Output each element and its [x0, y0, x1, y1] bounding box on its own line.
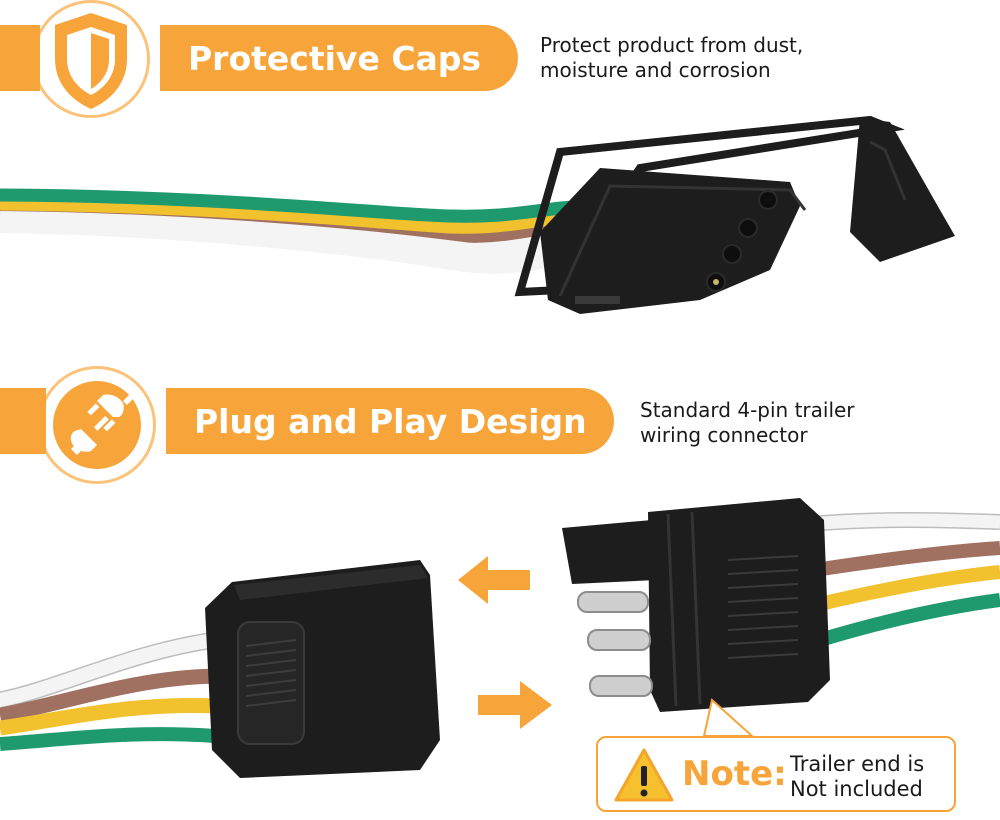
section1-title: Protective Caps: [188, 38, 482, 78]
note-box: Note: Trailer end is Not included: [596, 736, 956, 812]
left-wire-bundle: [0, 631, 217, 751]
top-connector: [514, 115, 955, 314]
note-text-line1: Trailer end is: [790, 752, 925, 776]
plug-socket-icon: [53, 381, 141, 469]
right-wire-bundle: [809, 512, 1000, 647]
note-text: Trailer end is Not included: [790, 752, 924, 802]
shield-icon: [55, 13, 127, 109]
section2-title: Plug and Play Design: [194, 401, 587, 441]
section1-description: Protect product from dust, moisture and …: [540, 33, 803, 83]
left-connector: [205, 560, 440, 778]
plug-badge: [38, 366, 156, 484]
section1-desc-line2: moisture and corrosion: [540, 58, 771, 82]
note-text-line2: Not included: [790, 777, 923, 801]
section1-desc-line1: Protect product from dust,: [540, 33, 804, 57]
banner2-left-strip: [0, 388, 46, 454]
shield-badge: [32, 0, 150, 118]
section2-description: Standard 4-pin trailer wiring connector: [640, 398, 855, 448]
banner1-left-strip: [0, 25, 40, 91]
section2-desc-line1: Standard 4-pin trailer: [640, 398, 855, 422]
protective-caps-banner: Protective Caps: [160, 25, 518, 91]
plug-and-play-banner: Plug and Play Design: [166, 388, 614, 454]
warning-icon: [614, 748, 674, 802]
right-connector: [562, 498, 830, 712]
note-label: Note:: [682, 754, 787, 794]
direction-arrows: [458, 556, 552, 729]
top-wire-bundle: [0, 188, 601, 274]
section2-desc-line2: wiring connector: [640, 423, 808, 447]
